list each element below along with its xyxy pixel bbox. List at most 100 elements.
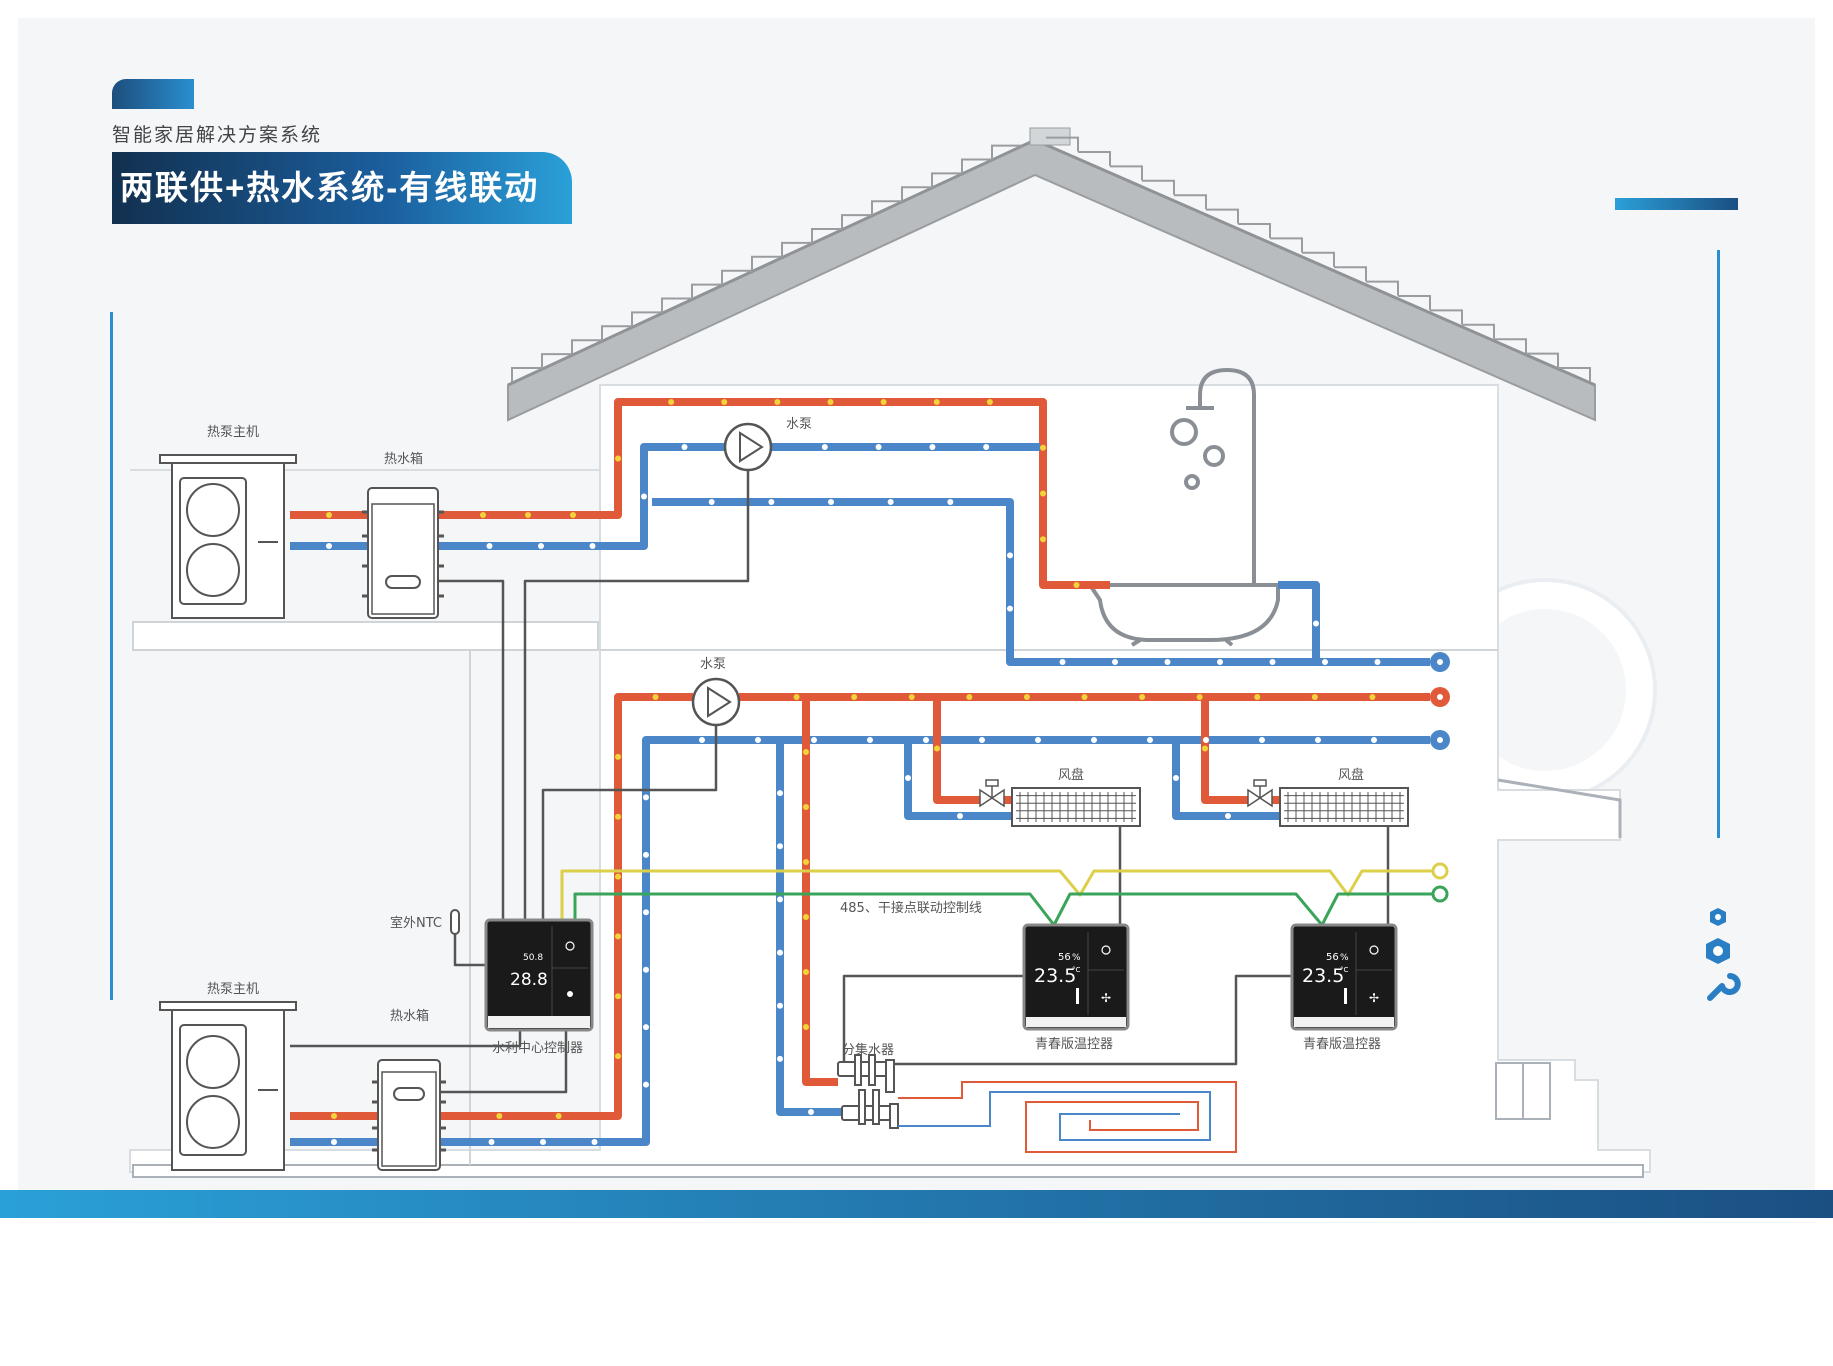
flow-dot — [1269, 659, 1276, 665]
flow-dot — [615, 813, 621, 820]
flow-dot — [777, 949, 783, 956]
bottom-bar — [0, 1190, 1833, 1218]
flow-dot — [1202, 745, 1208, 752]
center-controller: 28.8 50.8 — [484, 918, 594, 1032]
label-heat-pump-bottom: 热泵主机 — [207, 982, 259, 997]
pump-wire — [523, 470, 750, 920]
flow-dot — [326, 543, 332, 549]
hexagon-icon — [1710, 908, 1726, 926]
flow-dot — [803, 804, 809, 810]
flow-dot — [1091, 737, 1097, 743]
flow-dot — [1311, 694, 1318, 700]
flow-dot — [923, 737, 929, 743]
label-pump-top: 水泵 — [786, 417, 812, 432]
flow-dot — [589, 543, 596, 549]
flow-dot — [1073, 582, 1080, 588]
flow-dot — [867, 737, 873, 743]
thermostat-2-temp-unit: °C — [1340, 966, 1349, 974]
hot-pipe — [933, 697, 980, 804]
thermostat-1-humidity-unit: % — [1072, 953, 1081, 963]
flow-dot — [496, 1113, 503, 1119]
flow-dot — [643, 1024, 649, 1031]
flow-dot — [538, 543, 544, 549]
flow-dot — [774, 399, 781, 405]
flow-dot — [331, 1139, 337, 1145]
label-outdoor-ntc: 室外NTC — [390, 915, 442, 931]
flow-dot — [929, 444, 936, 450]
flow-dot — [803, 749, 809, 755]
flow-dot — [1139, 694, 1146, 700]
flow-dot — [1059, 659, 1066, 665]
label-water-tank-bottom: 热水箱 — [390, 1008, 429, 1024]
pump-wire — [541, 725, 718, 920]
thermostat-1-humidity: 56 — [1058, 952, 1071, 963]
flow-dot — [615, 455, 621, 462]
flow-dot — [591, 1139, 598, 1145]
flow-dot — [1007, 605, 1013, 612]
flow-dot — [615, 933, 621, 940]
flow-dot — [803, 969, 809, 975]
thermostat-2-humidity-unit: % — [1340, 953, 1349, 963]
flow-dot — [1322, 659, 1328, 665]
hot-pipe — [1201, 697, 1248, 804]
flow-dot — [681, 444, 688, 450]
fan-coil-1 — [1011, 787, 1141, 827]
floor-heating-loop — [898, 1081, 1237, 1153]
flow-dot — [1369, 694, 1376, 700]
thermostat-2: 56 % 23.5 °C ✢ — [1290, 923, 1398, 1031]
heat-pump-wire — [290, 1030, 522, 1048]
header-subtitle: 智能家居解决方案系统 — [112, 125, 323, 146]
flow-dot — [643, 794, 649, 801]
flow-dot — [1313, 620, 1319, 627]
cold-pipe — [776, 740, 842, 1116]
flow-dot — [699, 737, 705, 743]
fan-icon: ✢ — [1369, 991, 1379, 1005]
label-fan-coil-2: 风盘 — [1338, 767, 1364, 783]
label-thermostat-2: 青春版温控器 — [1303, 1037, 1381, 1052]
valve-wire — [890, 974, 1292, 1066]
flow-dot — [615, 1053, 621, 1060]
flow-dot — [721, 399, 728, 405]
flow-dot — [1035, 737, 1041, 743]
flow-dot — [1259, 737, 1265, 743]
flow-dot — [488, 1139, 495, 1145]
flow-dot — [1196, 694, 1203, 700]
flow-dot — [641, 493, 647, 500]
header-title: 两联供+热水系统-有线联动 — [112, 152, 572, 224]
flow-dot — [540, 1139, 546, 1145]
flow-dot — [979, 737, 985, 743]
cold-pipe — [904, 740, 1012, 820]
flow-dot — [811, 737, 817, 743]
flow-dot — [570, 512, 576, 518]
label-control-line: 485、干接点联动控制线 — [840, 900, 982, 916]
flow-dot — [821, 444, 828, 450]
flow-dot — [1081, 694, 1088, 700]
flow-dot — [643, 1081, 649, 1088]
flow-dot — [1254, 694, 1261, 700]
flow-dot — [908, 694, 915, 700]
flow-dot — [1374, 659, 1381, 665]
bathtub-icon — [1086, 367, 1280, 647]
flow-dot — [708, 499, 715, 505]
mode-icon — [567, 991, 573, 997]
wrench-icon — [1707, 973, 1741, 1001]
roof — [507, 127, 1596, 422]
flow-dot — [777, 790, 783, 797]
flow-dot — [934, 745, 940, 752]
flow-dot — [793, 694, 800, 700]
flow-dot — [827, 399, 834, 405]
flow-dot — [1040, 444, 1046, 451]
flow-dot — [828, 499, 834, 505]
roof-tiles — [511, 136, 1591, 382]
heat-pump-bottom — [159, 1001, 297, 1171]
flow-dot — [880, 399, 887, 405]
pump-mid-icon — [691, 677, 741, 727]
label-fan-coil-1: 风盘 — [1058, 767, 1084, 783]
deco-line-right — [1717, 250, 1720, 838]
fan-icon: ✢ — [1101, 991, 1111, 1005]
deco-bar-top-right — [1615, 198, 1738, 210]
flow-dot — [555, 1113, 562, 1119]
flow-dot — [768, 499, 775, 505]
